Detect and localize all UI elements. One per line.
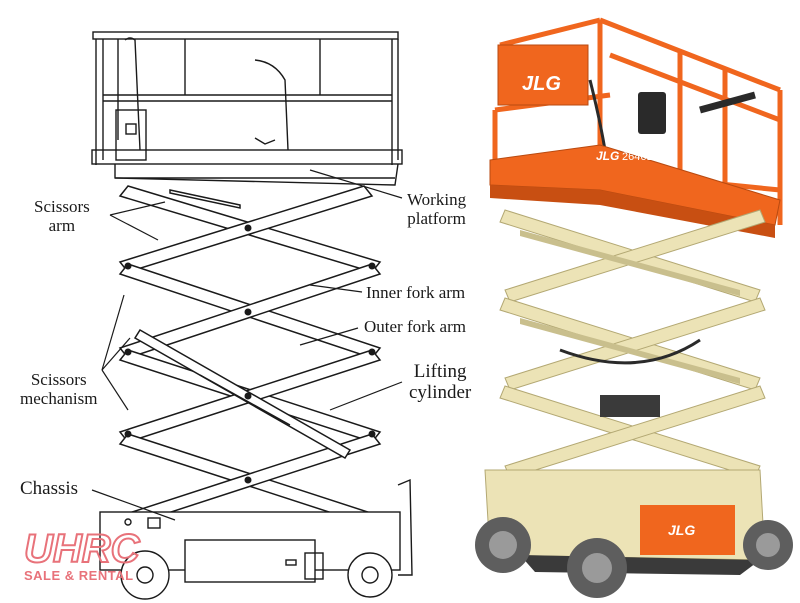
drawing-wheel-front [120, 550, 170, 600]
label-outer-fork-arm: Outer fork arm [364, 317, 466, 336]
label-scissors-mechanism: Scissors mechanism [20, 370, 97, 408]
label-scissors-arm-line1: Scissors [34, 197, 90, 216]
label-inner-fork-arm: Inner fork arm [366, 283, 466, 302]
label-lifting-cylinder: Lifting cylinder [409, 361, 471, 403]
leader-lines [91, 169, 403, 521]
label-scissors-arm-line2: arm [48, 216, 76, 235]
label-working-platform: Working platform [407, 190, 466, 228]
drawing-scissor-stack [118, 185, 382, 527]
label-scissors-mechanism-line1: Scissors [30, 370, 87, 389]
label-lifting-cylinder-line1: Lifting [413, 361, 467, 382]
watermark-logo: UHRC [23, 526, 142, 572]
photo-wheel-rear [743, 520, 793, 570]
photo-brand-mark: JLG [522, 73, 561, 95]
photo-scissor-arms [499, 209, 766, 479]
label-working-platform-line1: Working [407, 190, 467, 209]
photo-model-label: 2646ES [622, 151, 661, 163]
photo-wheel-front-left [475, 517, 531, 573]
drawing-wheel-rear [347, 552, 393, 598]
drawing-platform-deck [91, 137, 403, 186]
label-lifting-cylinder-line2: cylinder [409, 382, 472, 403]
label-scissors-arm: Scissors arm [34, 197, 90, 235]
photo-wheel-front-right [567, 538, 627, 598]
photo-chassis [484, 469, 766, 575]
photo-deck-brand-mark: JLG [596, 149, 619, 163]
watermark-tagline: SALE & RENTAL [24, 568, 134, 583]
watermark-brand: UHRC [24, 527, 141, 571]
label-chassis: Chassis [20, 478, 79, 499]
label-working-platform-line2: platform [407, 209, 466, 228]
drawing-guard-rail [92, 31, 399, 165]
photo-platform-deck [489, 144, 781, 238]
label-scissors-mechanism-line2: mechanism [20, 389, 98, 408]
photo-chassis-brand-mark: JLG [668, 522, 695, 538]
photo-control-box [497, 44, 756, 151]
